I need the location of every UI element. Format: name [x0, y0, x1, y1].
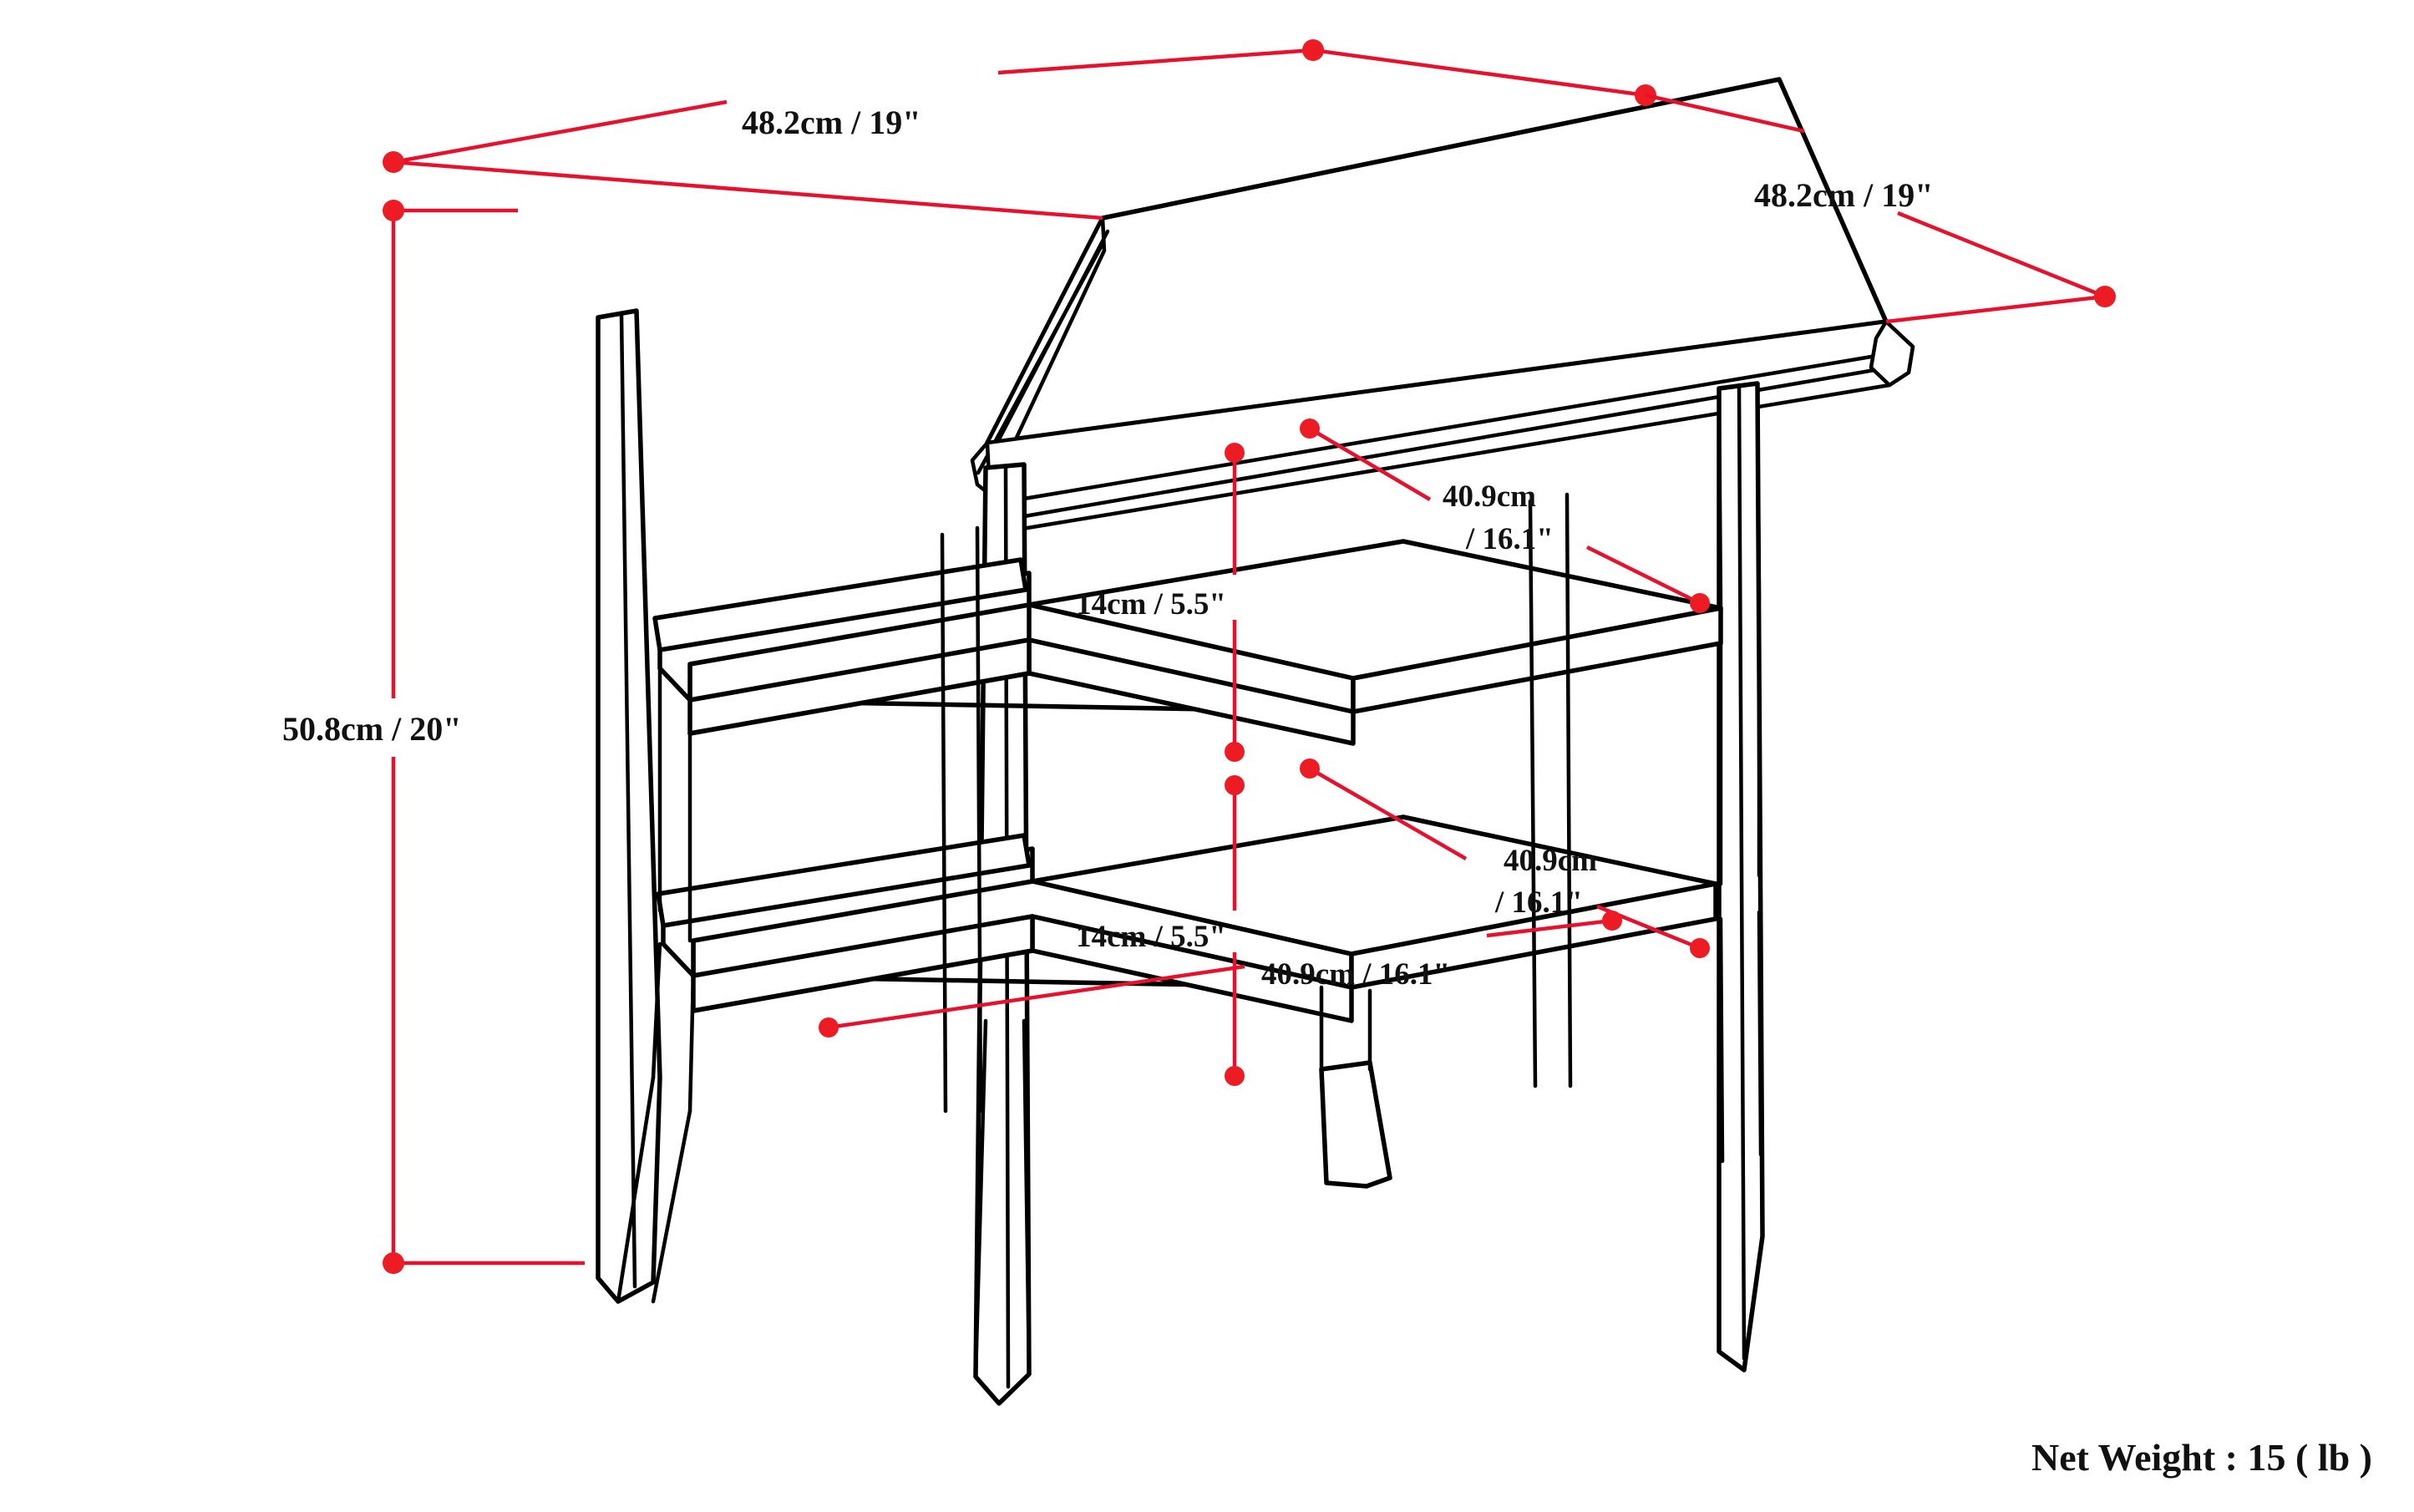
dim-endpoint-dot [1302, 39, 1324, 61]
dim-endpoint-dot [2094, 286, 2116, 307]
leg-back-left [596, 308, 662, 1304]
net-weight-label: Net Weight : 15 ( lb ) [2031, 1436, 2372, 1479]
tabletop-molding-right-return [1869, 319, 1915, 388]
dim-endpoint-dot [383, 200, 404, 221]
dim-endpoint-dot [383, 1252, 404, 1274]
dimension-label-upper-shelf-depth-line1: 40.9cm [1443, 479, 1536, 514]
leg-taper-details [616, 1075, 1765, 1372]
dimension-upper-shelf-depth: 40.9cm / 16.1" [1300, 419, 1710, 613]
leg-back-right [1717, 381, 1765, 1372]
dimension-label-top-width: 48.2cm / 19" [742, 104, 920, 141]
dim-endpoint-dot [1300, 419, 1320, 439]
left-side-edges [651, 666, 696, 1114]
lower-shelf-left-rail [656, 833, 1032, 928]
dimension-label-top-depth: 48.2cm / 19" [1754, 176, 1933, 214]
dim-endpoint-dot [1225, 443, 1245, 463]
dim-endpoint-dot [1690, 938, 1710, 958]
dimension-top-width: 48.2cm / 19" [383, 39, 1656, 221]
dim-endpoint-dot [1225, 775, 1245, 795]
dimension-label-lower-shelf-depth-line1: 40.9cm [1504, 844, 1597, 878]
dimension-label-lower-shelf-clearance: 14cm / 5.5" [1076, 920, 1226, 954]
dimension-label-lower-shelf-width: 40.9cm / 16.1" [1261, 957, 1450, 992]
dimension-label-upper-shelf-clearance: 14cm / 5.5" [1076, 587, 1226, 622]
dimension-overall-height: 50.8cm / 20" [282, 200, 585, 1274]
dim-endpoint-dot [819, 1017, 839, 1038]
upper-shelf-left-rail [652, 557, 1028, 652]
dim-endpoint-dot [1300, 759, 1320, 779]
right-side-edges [1717, 381, 1763, 1164]
dimension-top-depth: 48.2cm / 19" [1645, 93, 2116, 324]
dimension-label-overall-height: 50.8cm / 20" [282, 710, 461, 748]
dim-endpoint-dot [383, 151, 404, 173]
dimension-upper-shelf-clearance: 14cm / 5.5" [1076, 443, 1245, 762]
dim-endpoint-dot [1225, 1066, 1245, 1086]
dimension-label-lower-shelf-depth-line2: / 16.1" [1494, 885, 1583, 920]
dim-endpoint-dot [1690, 593, 1710, 613]
net-weight-footer: Net Weight : 15 ( lb ) [2031, 1436, 2372, 1479]
leg-front-right [1319, 1060, 1392, 1189]
dimension-lower-shelf-clearance: 14cm / 5.5" [1076, 775, 1245, 1086]
center-front-leg-top [1319, 985, 1372, 1080]
dimension-lower-shelf-depth: 40.9cm / 16.1" [1300, 759, 1710, 958]
dim-endpoint-dot [1225, 742, 1245, 762]
furniture-illustration [596, 77, 1915, 1406]
dimension-lower-shelf-width: 40.9cm / 16.1" [819, 911, 1622, 1038]
dimension-label-upper-shelf-depth-line2: / 16.1" [1465, 522, 1554, 556]
leg-front-left-taper [973, 1018, 1032, 1379]
dimension-annotations: 48.2cm / 19" 48.2cm / 19" 50.8cm / 20" [282, 39, 2116, 1274]
dim-endpoint-dot [1602, 911, 1622, 931]
back-struts [940, 492, 1573, 1114]
